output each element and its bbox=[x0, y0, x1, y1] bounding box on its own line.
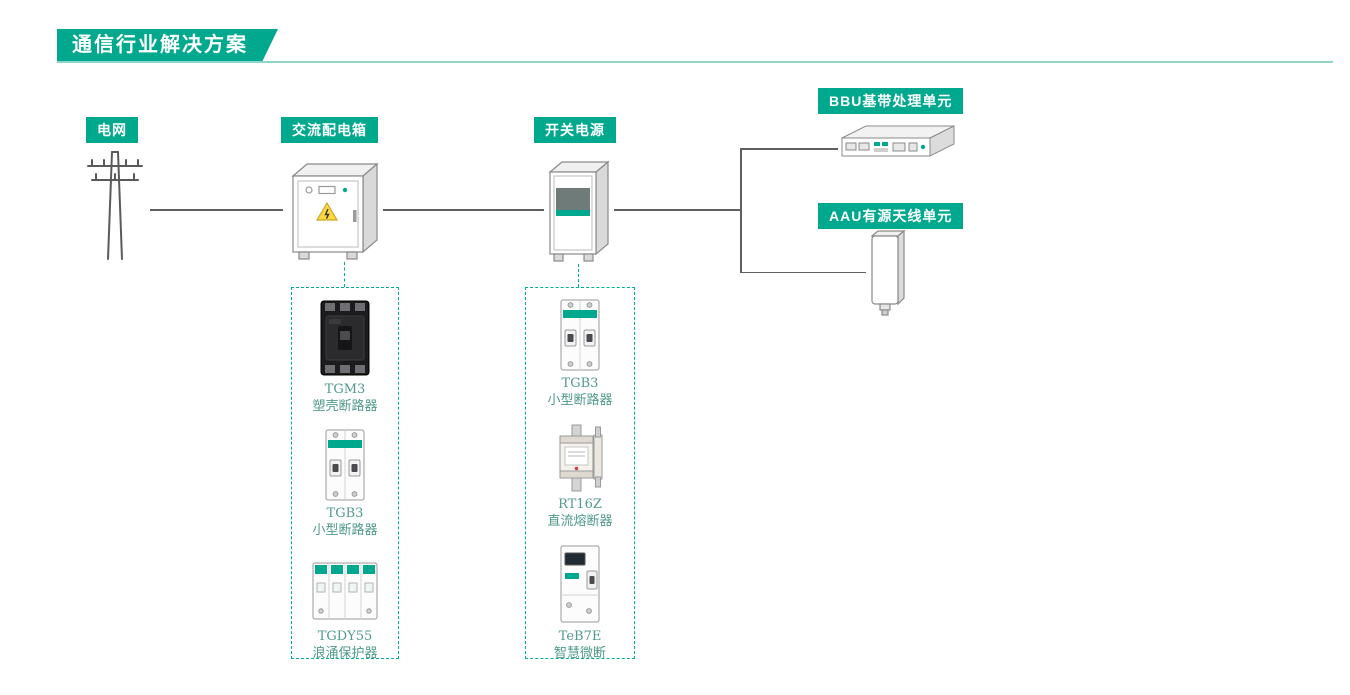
product-rt16z: RT16Z 直流熔断器 bbox=[547, 423, 613, 530]
product-name: 塑壳断路器 bbox=[312, 399, 378, 415]
product-name: 小型断路器 bbox=[312, 523, 378, 539]
label-aau-unit: AAU有源天线单元 bbox=[818, 203, 964, 229]
product-name: 小型断路器 bbox=[547, 393, 613, 409]
product-teb7e: TeB7E 智慧微断 bbox=[553, 543, 607, 662]
distribution-cabinet-icon bbox=[291, 162, 379, 260]
product-model: TGB3 bbox=[561, 376, 599, 391]
tgb3-mcb-image bbox=[325, 429, 365, 501]
dash-link-distbox bbox=[344, 262, 345, 287]
label-bbu-unit: BBU基带处理单元 bbox=[818, 88, 964, 114]
product-caption: TeB7E 智慧微断 bbox=[554, 628, 606, 662]
product-model: TGB3 bbox=[326, 506, 364, 522]
line-power-to-branch bbox=[614, 209, 741, 211]
product-model: TGM3 bbox=[324, 382, 366, 397]
utility-pole-icon bbox=[87, 151, 143, 260]
teb7e-smart-breaker-image bbox=[560, 545, 600, 623]
aau-antenna-icon bbox=[870, 230, 906, 316]
line-distbox-to-power bbox=[383, 209, 544, 211]
power-supply-cabinet-icon bbox=[548, 160, 610, 262]
product-caption: TGDY55 浪涌保护器 bbox=[312, 628, 377, 662]
line-branch-to-bbu bbox=[740, 148, 838, 150]
bbu-device-icon bbox=[841, 125, 955, 157]
tgdy55-spd-image bbox=[312, 562, 378, 620]
product-tgdy55: TGDY55 浪涌保护器 bbox=[309, 555, 381, 662]
label-power-grid: 电网 bbox=[86, 117, 138, 143]
product-group-power: TGB3 小型断路器 RT16Z 直流熔断器 bbox=[525, 287, 635, 662]
dash-link-power bbox=[578, 264, 579, 287]
title-underline bbox=[57, 61, 1333, 63]
product-model: TGDY55 bbox=[317, 628, 373, 644]
line-branch-to-aau bbox=[740, 271, 866, 273]
line-branch-vertical bbox=[740, 148, 742, 273]
product-caption: TGB3 小型断路器 bbox=[312, 505, 377, 539]
product-name: 浪涌保护器 bbox=[312, 645, 378, 661]
tgm3-mccb-image bbox=[320, 300, 370, 376]
product-caption: RT16Z 直流熔断器 bbox=[547, 496, 612, 530]
product-model: RT16Z bbox=[558, 497, 602, 513]
product-tgb3-dist: TGB3 小型断路器 bbox=[312, 428, 378, 539]
product-tgm3: TGM3 塑壳断路器 bbox=[312, 298, 378, 415]
line-grid-to-distbox bbox=[150, 209, 283, 211]
product-name: 直流熔断器 bbox=[547, 514, 613, 530]
label-switching-power: 开关电源 bbox=[534, 117, 616, 143]
product-caption: TGB3 小型断路器 bbox=[547, 375, 612, 409]
product-model: TeB7E bbox=[558, 628, 602, 644]
product-name: 智慧微断 bbox=[553, 645, 606, 661]
page-title: 通信行业解决方案 bbox=[57, 29, 278, 62]
product-tgb3-power: TGB3 小型断路器 bbox=[547, 298, 613, 409]
tgb3-mcb-image bbox=[560, 299, 600, 371]
product-caption: TGM3 塑壳断路器 bbox=[312, 381, 377, 415]
label-ac-distribution-box: 交流配电箱 bbox=[281, 117, 378, 143]
rt16z-fuse-image bbox=[559, 424, 603, 492]
product-group-distribution: TGM3 塑壳断路器 TGB3 小型断路器 bbox=[291, 287, 399, 662]
